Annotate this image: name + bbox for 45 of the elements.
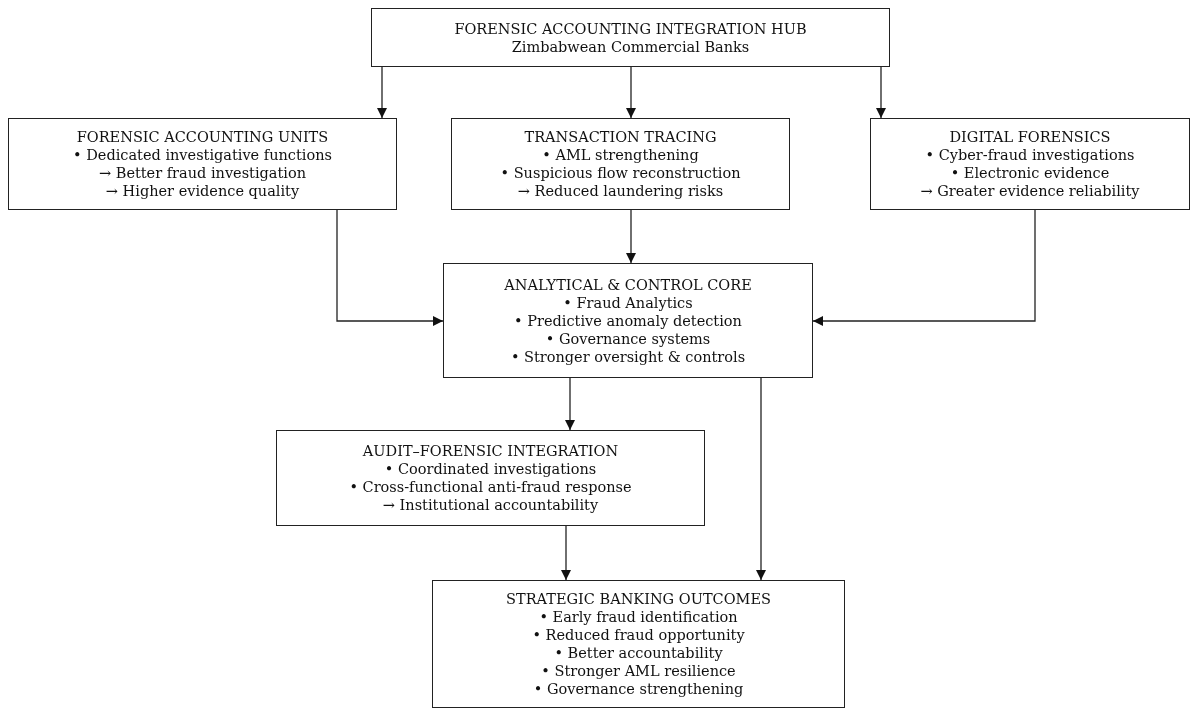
- process-box: [451, 118, 790, 210]
- box-text: • Governance systems: [545, 329, 711, 348]
- box-heading: DIGITAL FORENSICS: [949, 128, 1111, 146]
- process-box: [371, 8, 890, 67]
- box-text: → Greater evidence reliability: [920, 182, 1140, 200]
- box-text: • Fraud Analytics: [563, 293, 693, 312]
- box-text: Zimbabwean Commercial Banks: [511, 37, 750, 56]
- box-text: • Stronger oversight & controls: [510, 347, 746, 366]
- process-box: [432, 580, 845, 708]
- box-text: • Early fraud identification: [539, 608, 738, 626]
- arrow: [561, 525, 571, 581]
- box-text: • Governance strengthening: [533, 680, 744, 698]
- arrow: [336, 209, 444, 326]
- arrow: [565, 377, 575, 431]
- box-text: • Predictive anomaly detection: [514, 311, 742, 330]
- process-box: [870, 118, 1190, 210]
- box-heading: STRATEGIC BANKING OUTCOMES: [506, 590, 771, 608]
- arrow: [812, 209, 1036, 326]
- box-heading: FORENSIC ACCOUNTING UNITS: [76, 128, 329, 146]
- box-text: • Cross-functional anti-fraud response: [349, 478, 632, 496]
- box-text: • Coordinated investigations: [384, 460, 597, 478]
- arrow: [756, 377, 766, 581]
- box-text: • Electronic evidence: [950, 164, 1110, 182]
- box-text: • Stronger AML resilience: [541, 662, 736, 680]
- box-text: → Institutional accountability: [382, 496, 599, 514]
- box-heading: AUDIT–FORENSIC INTEGRATION: [362, 442, 619, 460]
- process-box: [276, 430, 705, 526]
- box-text: • Cyber-fraud investigations: [925, 146, 1135, 164]
- box-heading: FORENSIC ACCOUNTING INTEGRATION HUB: [454, 19, 807, 38]
- box-text: • Reduced fraud opportunity: [532, 626, 745, 644]
- arrow: [876, 66, 886, 119]
- box-text: • Better accountability: [554, 644, 723, 662]
- process-box: [8, 118, 397, 210]
- box-heading: TRANSACTION TRACING: [524, 128, 717, 146]
- box-text: → Higher evidence quality: [105, 182, 300, 200]
- box-text: → Reduced laundering risks: [517, 182, 724, 200]
- box-text: • AML strengthening: [542, 146, 699, 164]
- arrow: [377, 66, 387, 119]
- box-text: • Dedicated investigative functions: [73, 146, 332, 164]
- box-text: • Suspicious flow reconstruction: [500, 164, 741, 182]
- arrow: [626, 66, 636, 119]
- box-text: → Better fraud investigation: [98, 164, 307, 182]
- arrow: [626, 209, 636, 264]
- process-box: [443, 263, 813, 378]
- box-heading: ANALYTICAL & CONTROL CORE: [504, 275, 752, 294]
